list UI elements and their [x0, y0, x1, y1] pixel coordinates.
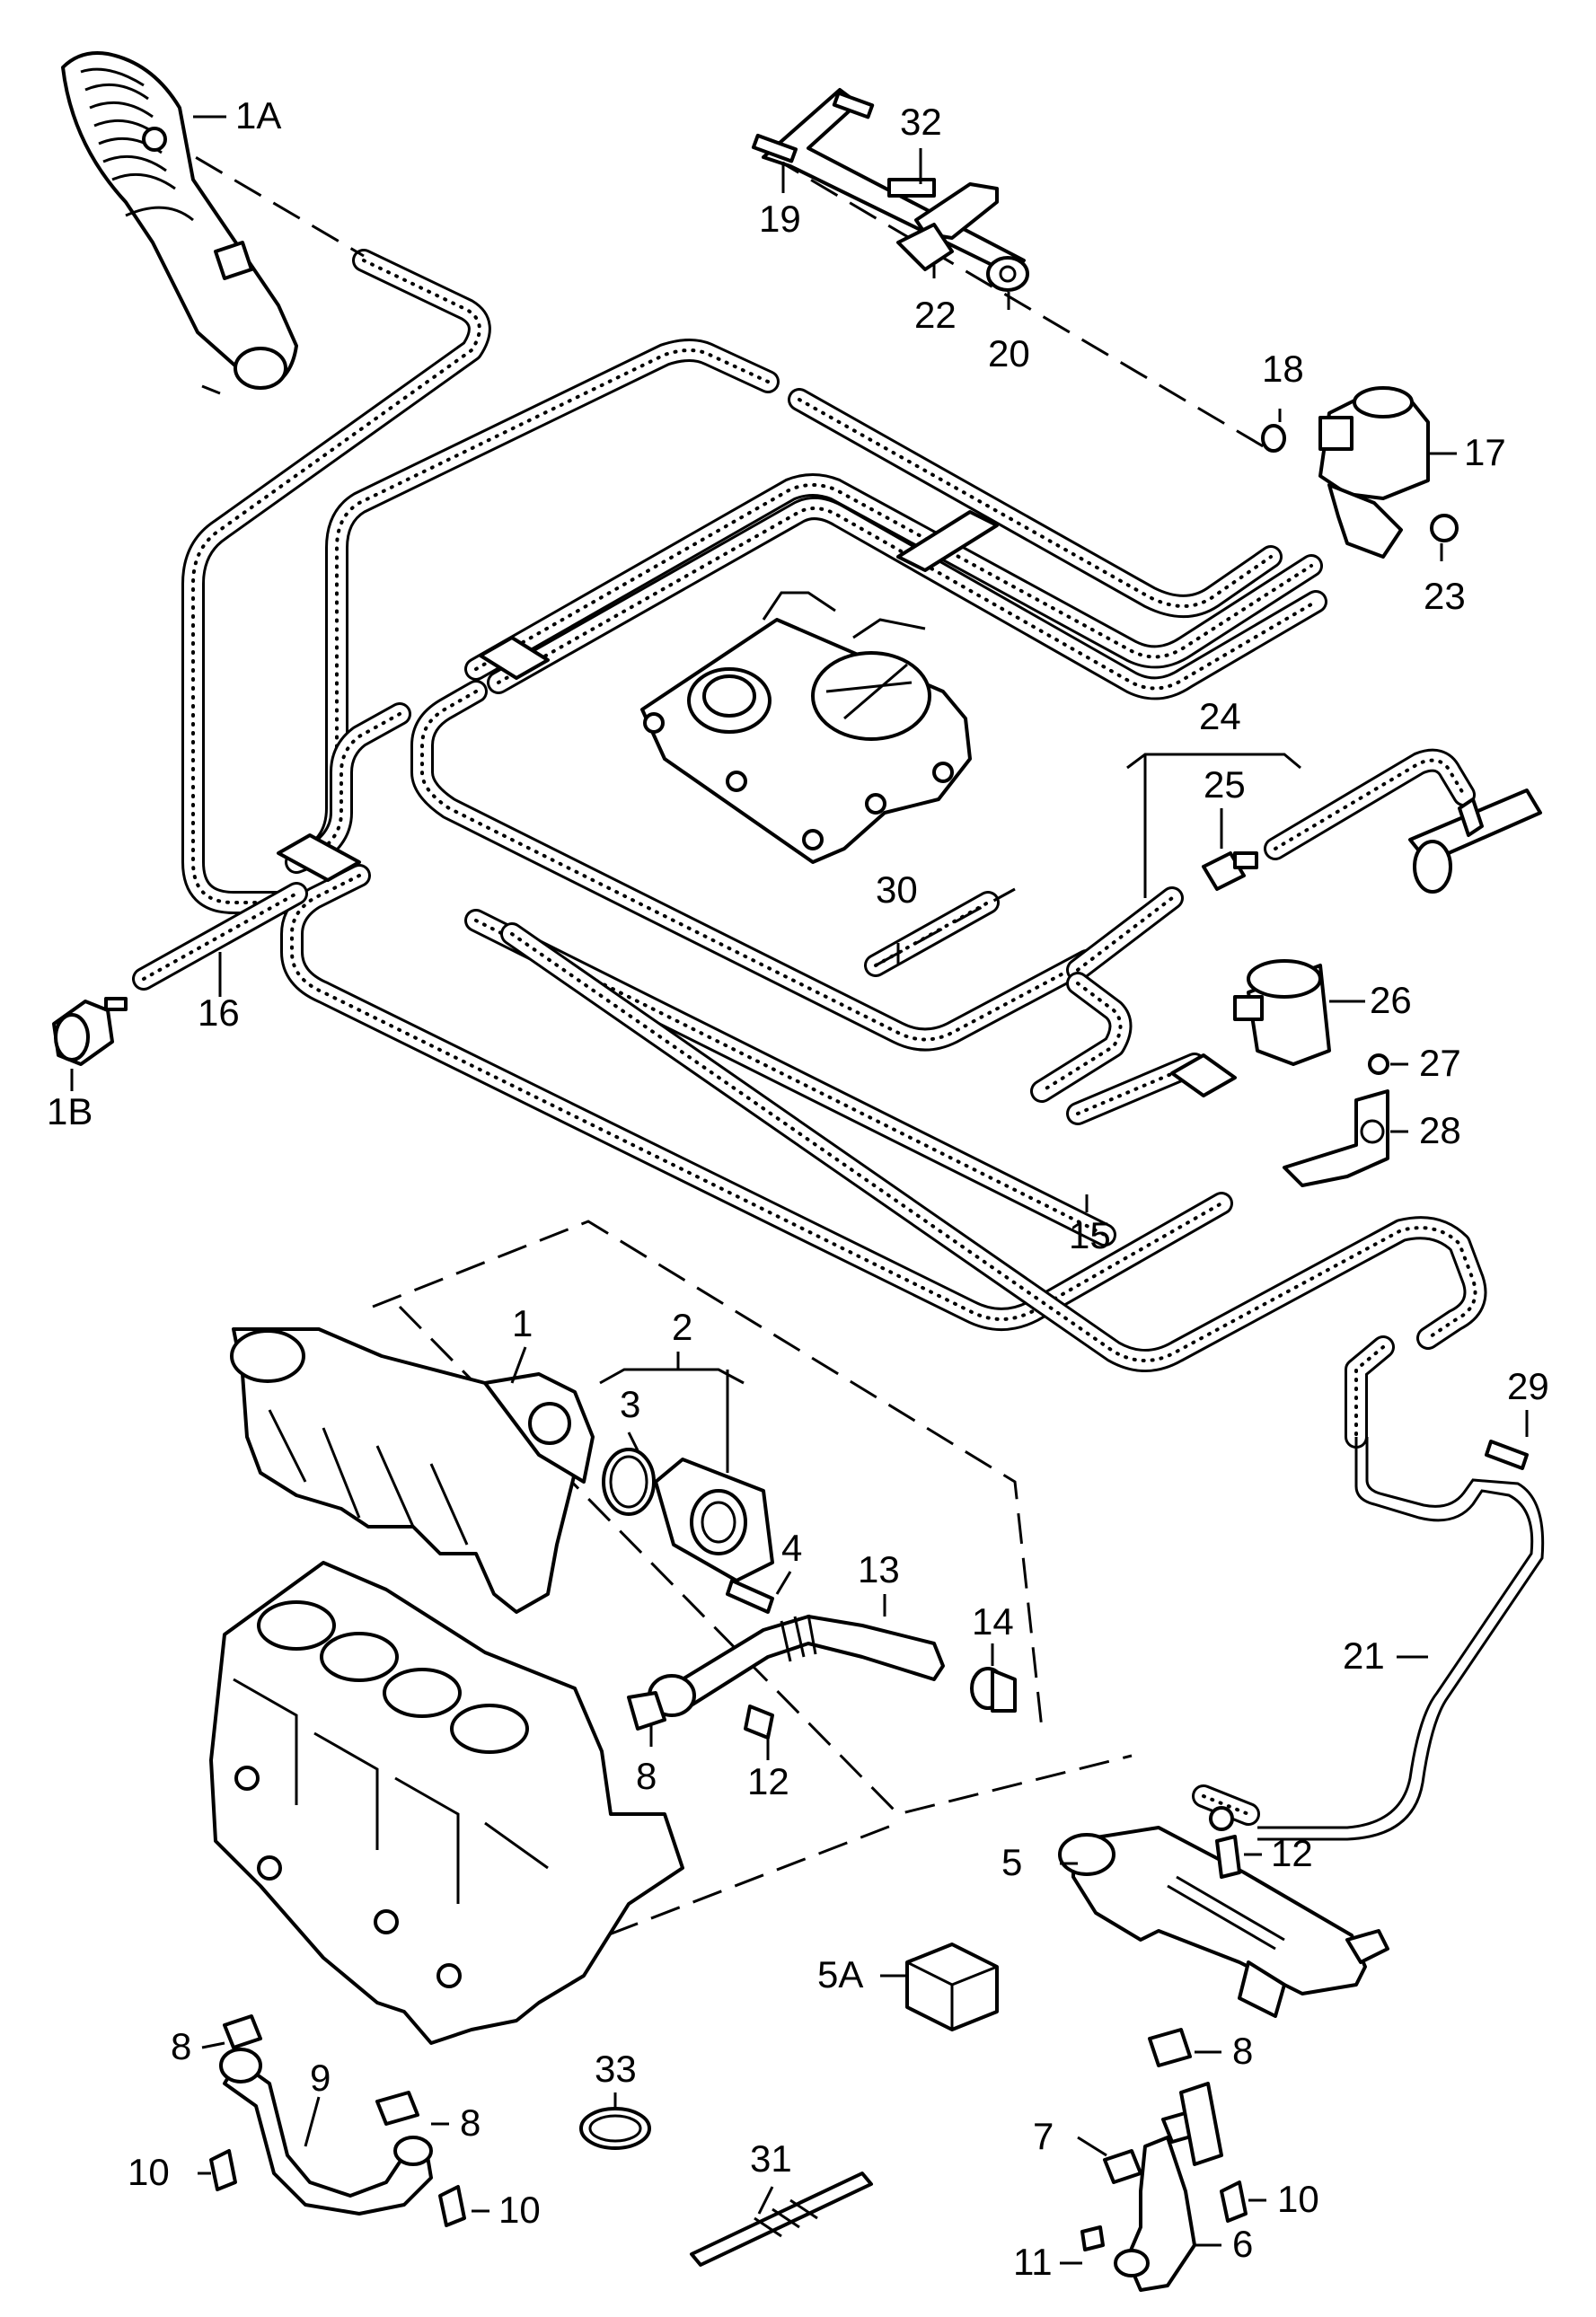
bracket-28	[1283, 1053, 1389, 1187]
callout-label-7: 7	[1033, 2115, 1054, 2157]
callout-label-9: 9	[310, 2057, 331, 2099]
pipe-13	[627, 1614, 1017, 1740]
callout-label-33: 33	[595, 2048, 637, 2090]
callout-label-5: 5	[1001, 1841, 1022, 1883]
pipe-21	[1257, 1437, 1545, 1841]
pipe-6	[1103, 2082, 1223, 2292]
callout-label-8c: 8	[1232, 2030, 1253, 2072]
callout-label-10c: 10	[498, 2189, 541, 2231]
callout-label-29: 29	[1507, 1365, 1549, 1407]
vacuum-unit-1b	[52, 997, 128, 1066]
callout-label-18: 18	[1262, 348, 1304, 390]
callout-label-1B: 1B	[47, 1090, 93, 1132]
callout-label-30: 30	[876, 868, 918, 911]
hose-clips	[277, 510, 1237, 1097]
egr-cooler-5	[1058, 1806, 1389, 2018]
engine-block	[209, 1561, 684, 2045]
gaskets-8	[223, 2014, 1205, 2144]
callout-label-17: 17	[1464, 431, 1506, 473]
callout-label-6: 6	[1232, 2223, 1253, 2265]
intake-hose-1a	[61, 51, 298, 395]
callout-label-4: 4	[781, 1527, 802, 1569]
callout-label-21: 21	[1343, 1634, 1385, 1677]
callout-label-12b: 12	[1271, 1832, 1313, 1874]
callout-label-28: 28	[1419, 1109, 1461, 1151]
engine-cover	[640, 591, 972, 864]
callout-label-8d: 8	[460, 2101, 481, 2144]
callout-label-19: 19	[759, 198, 801, 240]
callout-label-2: 2	[672, 1306, 692, 1348]
callout-label-23: 23	[1424, 575, 1466, 617]
callout-label-16: 16	[198, 991, 240, 1034]
callout-label-10a: 10	[128, 2151, 170, 2193]
tie-strip-31	[690, 2172, 873, 2267]
throttle-body-2	[654, 1458, 774, 1582]
callout-label-11: 11	[1013, 2241, 1053, 2283]
o-ring-3	[602, 1448, 656, 1516]
valve-26	[1233, 959, 1331, 1066]
callout-label-22: 22	[914, 294, 957, 336]
intake-manifold-1	[230, 1327, 595, 1614]
callout-label-5A: 5A	[817, 1953, 863, 1995]
callout-label-25: 25	[1204, 763, 1246, 806]
callout-label-3: 3	[620, 1383, 640, 1425]
callout-label-32: 32	[900, 101, 942, 143]
callout-label-31: 31	[750, 2137, 792, 2180]
callout-label-20: 20	[988, 332, 1030, 374]
bolts	[209, 1835, 1248, 2251]
callout-label-27: 27	[1419, 1042, 1461, 1084]
callout-label-15: 15	[1069, 1214, 1111, 1256]
bolt-29	[1485, 1440, 1529, 1470]
callout-label-10b: 10	[1277, 2178, 1319, 2220]
callout-label-8b: 8	[171, 2025, 191, 2067]
heat-shield-5a	[905, 1943, 999, 2031]
t-piece-24	[1408, 788, 1542, 894]
fitting-25	[1202, 851, 1258, 891]
callout-label-13: 13	[858, 1548, 900, 1590]
bolt-4	[726, 1579, 774, 1614]
leader-lines	[70, 115, 1529, 2265]
callout-label-24: 24	[1199, 695, 1241, 737]
bracket-19-32-22	[751, 88, 1029, 292]
valve-17	[1261, 386, 1459, 559]
callout-label-26: 26	[1370, 979, 1412, 1021]
callout-label-1A: 1A	[235, 94, 281, 137]
pipe-9	[219, 2048, 433, 2216]
clamp-33	[579, 2107, 651, 2150]
callout-label-12a: 12	[747, 1760, 789, 1802]
callout-label-1: 1	[512, 1302, 533, 1344]
callout-label-8a: 8	[636, 1755, 657, 1797]
callout-label-14: 14	[972, 1600, 1014, 1643]
